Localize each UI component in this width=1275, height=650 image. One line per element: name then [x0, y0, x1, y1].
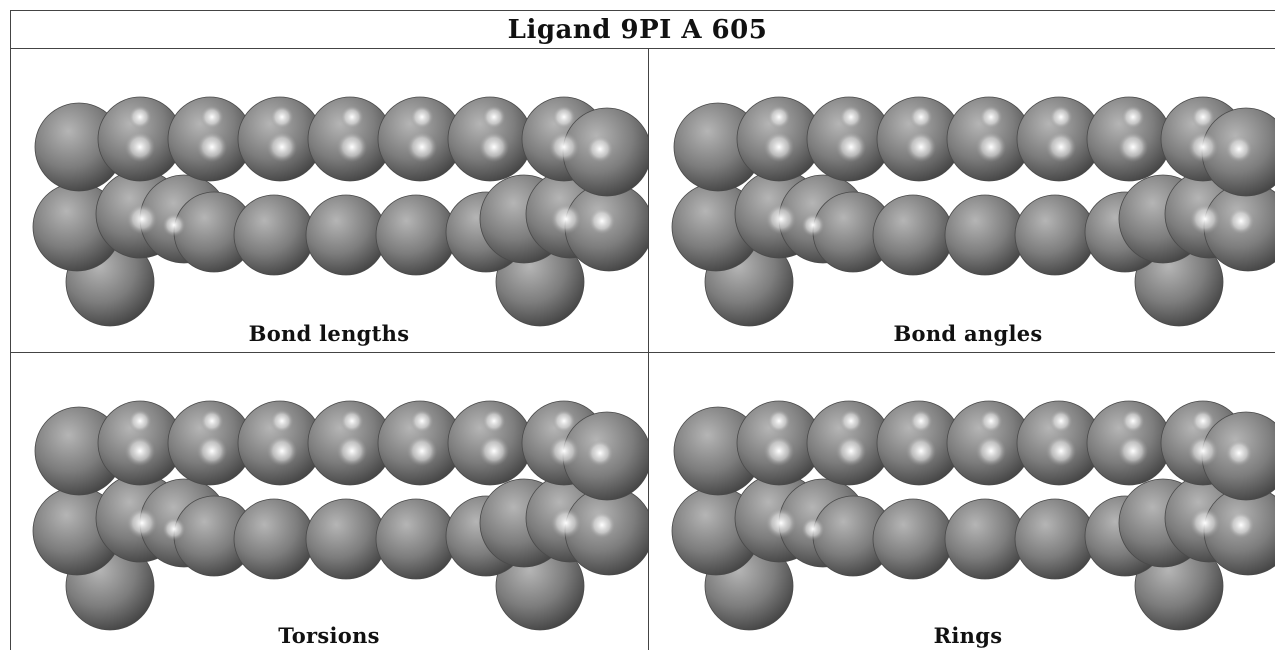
table-top-border	[10, 10, 1275, 11]
molecule-image	[671, 96, 1275, 327]
table-left-border	[10, 10, 11, 650]
molecule-image	[32, 400, 648, 631]
molecule-image	[32, 96, 648, 327]
page-title: Ligand 9PI A 605	[507, 15, 768, 45]
panel-rings: Rings	[649, 353, 1275, 650]
panel-bond-angles: Bond angles	[649, 49, 1275, 352]
panel-torsions: Torsions	[10, 353, 648, 650]
panel-bond-lengths: Bond lengths	[10, 49, 648, 352]
panel-caption: Rings	[933, 623, 1003, 648]
column-divider	[648, 48, 649, 650]
row-divider	[10, 352, 1275, 353]
panel-caption: Torsions	[278, 623, 380, 648]
title-divider	[10, 48, 1275, 49]
panel-caption: Bond angles	[893, 321, 1043, 346]
molecule-image	[671, 400, 1275, 631]
panel-caption: Bond lengths	[248, 321, 410, 346]
